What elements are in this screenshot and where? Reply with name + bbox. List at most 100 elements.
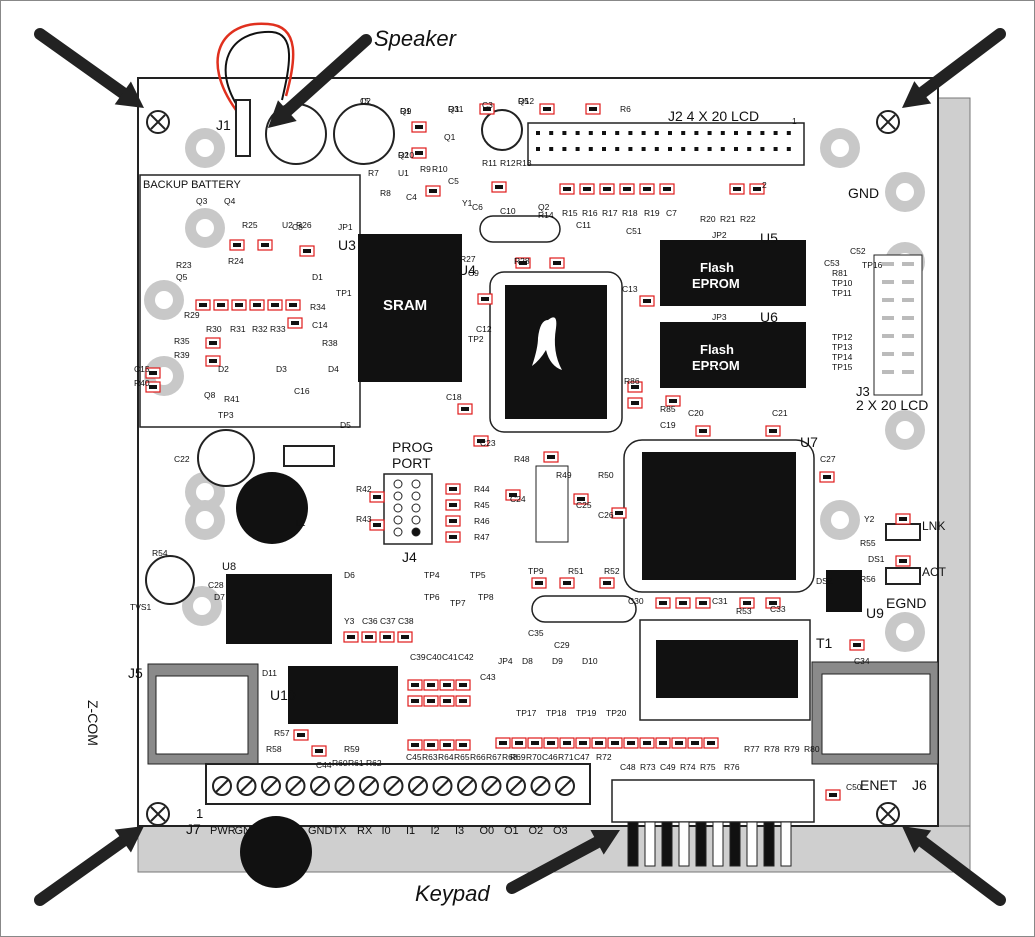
component-label: R38 <box>322 338 338 348</box>
buzzer-underside <box>240 816 312 888</box>
j3-pin <box>882 280 894 284</box>
smd-body <box>563 187 571 191</box>
component-label: Y2 <box>864 514 875 524</box>
j2-pin <box>654 147 659 151</box>
component-label: TP6 <box>424 592 440 602</box>
component-label: DS1 <box>868 554 885 564</box>
j3-pins <box>882 262 914 374</box>
terminal-label: I1 <box>406 825 415 837</box>
u5-label: U5 <box>760 230 778 246</box>
component-label: R69 <box>510 752 526 762</box>
smd-body <box>577 497 585 501</box>
sram-chip-u3 <box>358 234 462 382</box>
terminal-label: GND <box>308 825 333 837</box>
smd-body <box>383 635 391 639</box>
terminal-label: I0 <box>382 825 391 837</box>
lnk-label: LNK <box>922 519 945 533</box>
j3-pin <box>902 262 914 266</box>
j2-pin <box>628 131 633 135</box>
component-label: R72 <box>596 752 612 762</box>
smd-body <box>589 107 597 111</box>
j2-pin <box>786 147 791 151</box>
component-label: Q10 <box>398 150 414 160</box>
terminal-slot <box>264 779 278 793</box>
component-label: R64 <box>438 752 454 762</box>
component-label: C6 <box>472 202 483 212</box>
component-label: R2 <box>398 150 409 160</box>
terminal-slot <box>288 779 303 793</box>
smd-body <box>373 523 381 527</box>
prog-port-header <box>383 473 433 545</box>
component-label: C46 <box>542 752 558 762</box>
component-label: C12 <box>476 324 492 334</box>
u6-label: U6 <box>760 309 778 325</box>
y1-crystal <box>479 215 561 243</box>
j2-pin <box>734 131 738 135</box>
smd-body <box>553 261 561 265</box>
j4-label: J4 <box>402 549 417 565</box>
smd-body <box>315 749 323 753</box>
smd-body <box>769 429 777 433</box>
smd-body <box>699 601 707 605</box>
arrow-top-left-head <box>114 81 144 108</box>
u7-chip <box>642 452 796 580</box>
smd-body <box>459 683 467 687</box>
component-label: C16 <box>294 386 310 396</box>
component-label: C48 <box>620 762 636 772</box>
smd-body <box>603 581 611 585</box>
j2-pin <box>668 131 672 135</box>
j2-pin <box>734 147 738 151</box>
flash-u6-line: Flash EPROM <box>692 342 740 373</box>
smd-body <box>627 741 635 745</box>
component-label: R67 <box>486 752 502 762</box>
backup-battery-label: BACKUP BATTERY <box>143 179 241 191</box>
smd-body <box>643 299 651 303</box>
component-label: 15 <box>360 96 370 106</box>
j3-pin <box>902 370 914 374</box>
component-label: C9 <box>468 268 479 278</box>
component-label: R6 <box>620 104 631 114</box>
j3-pin <box>902 352 914 356</box>
terminal-slot <box>460 779 474 793</box>
component-label: Q3 <box>196 196 208 206</box>
flash-u5-text: Flash <box>700 260 738 275</box>
component-label: R16 <box>582 208 598 218</box>
keypad-ribbon <box>627 821 792 867</box>
smd-body <box>495 185 503 189</box>
smd-body <box>603 187 611 191</box>
component-label: R51 <box>568 566 584 576</box>
ribbon-wire <box>695 821 707 867</box>
smd-body <box>427 699 435 703</box>
smd-body <box>209 359 217 363</box>
standoff-hole <box>896 421 914 439</box>
terminal-slot <box>484 779 499 793</box>
smd-body <box>733 187 741 191</box>
terminal-slot <box>509 779 523 793</box>
component-label: TP19 <box>576 708 597 718</box>
component-label: C52 <box>850 246 866 256</box>
rabbit-cpu-u4 <box>505 285 607 419</box>
ribbon-wire <box>627 821 639 867</box>
component-label: C49 <box>660 762 676 772</box>
smd-body <box>659 741 667 745</box>
j4-pin <box>393 515 403 525</box>
component-label: R49 <box>556 470 572 480</box>
j4-pin <box>393 527 403 537</box>
component-label: TP13 <box>832 342 853 352</box>
ribbon-wire <box>712 821 724 867</box>
j4-pins <box>393 479 421 537</box>
j2-pin <box>720 131 725 135</box>
smd-body <box>531 741 539 745</box>
smd-body <box>253 303 261 307</box>
component-label: R62 <box>366 758 382 768</box>
smd-body <box>659 601 667 605</box>
j7-terminals <box>212 776 575 796</box>
smd-body <box>679 601 687 605</box>
j1-speaker-header <box>235 99 251 157</box>
flash-u5-line: Flash EPROM <box>692 260 740 291</box>
component-label: R12 <box>500 158 516 168</box>
component-label: TP18 <box>546 708 567 718</box>
u7-label: U7 <box>800 434 818 450</box>
component-label: R19 <box>644 208 660 218</box>
